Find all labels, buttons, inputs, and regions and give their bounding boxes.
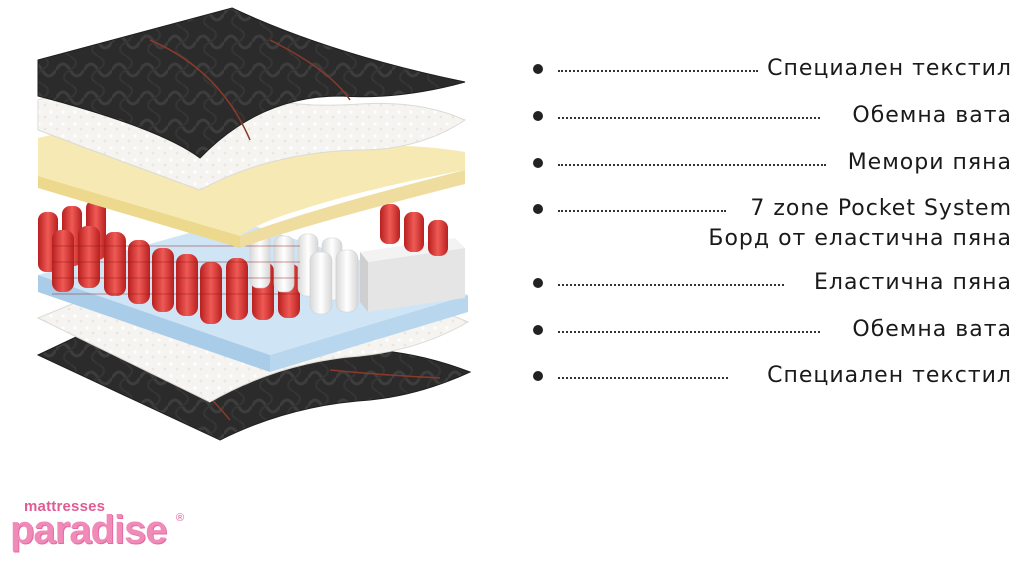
bullet-icon <box>533 371 543 381</box>
legend-item: Обемна вата <box>530 313 1012 347</box>
bullet-icon <box>533 204 543 214</box>
legend-item: Еластична пяна <box>530 266 1012 300</box>
legend-label: Еластична пяна <box>808 268 1012 298</box>
legend-item: Обемна вата <box>530 99 1012 133</box>
legend-label: 7 zone Pocket System <box>744 194 1012 224</box>
logo-main-text: paradise <box>10 508 168 552</box>
legend-label: Специален текстил <box>761 54 1012 84</box>
dotted-leader <box>558 284 784 286</box>
pocket-springs <box>38 200 448 324</box>
dotted-leader <box>558 210 726 212</box>
legend-label: Специален текстил <box>761 361 1012 391</box>
bullet-icon <box>533 158 543 168</box>
legend-label: Мемори пяна <box>841 148 1012 178</box>
top-textile-layer <box>37 7 466 159</box>
bullet-icon <box>533 325 543 335</box>
legend-item: Специален текстил <box>530 359 1012 393</box>
bullet-icon <box>533 278 543 288</box>
legend-item: Мемори пяна <box>530 146 1012 180</box>
dotted-leader <box>558 331 820 333</box>
legend-label: Обемна вата <box>846 315 1012 345</box>
brand-logo: mattresses paradise ® <box>10 498 210 560</box>
bullet-icon <box>533 64 543 74</box>
dotted-leader <box>558 70 758 72</box>
registered-mark-icon: ® <box>176 512 185 524</box>
mattress-layers-illustration <box>36 7 472 441</box>
bullet-icon <box>533 111 543 121</box>
legend-item: Специален текстил <box>530 52 1012 86</box>
legend-item: 7 zone Pocket System Борд от еластична п… <box>530 192 1012 256</box>
dotted-leader <box>558 377 728 379</box>
logo-top-text: mattresses <box>24 498 106 515</box>
legend-label: Обемна вата <box>846 101 1012 131</box>
legend-sublabel: Борд от еластична пяна <box>708 226 1012 251</box>
dotted-leader <box>558 117 820 119</box>
dotted-leader <box>558 164 826 166</box>
